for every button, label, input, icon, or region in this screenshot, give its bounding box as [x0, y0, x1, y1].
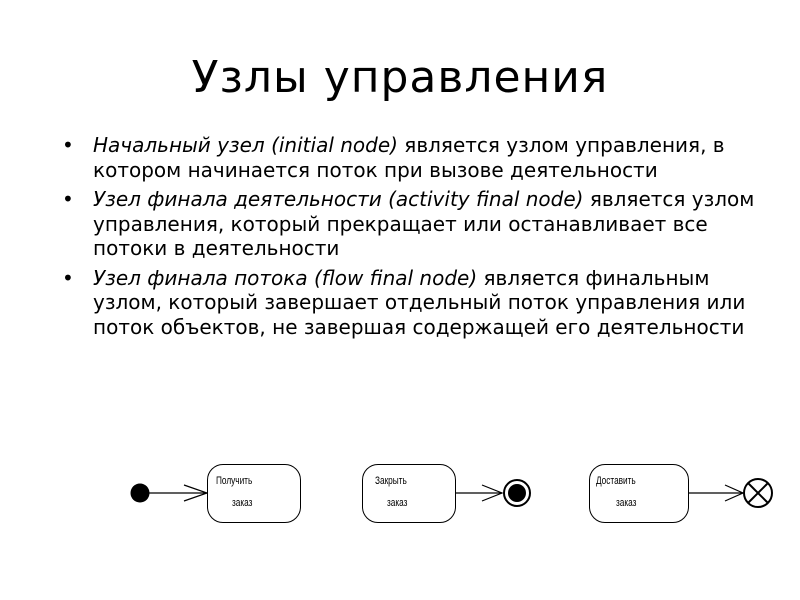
action-deliver-order: Доставить заказ [589, 464, 689, 523]
action-label-line2: заказ [616, 497, 637, 509]
action-label-line2: заказ [232, 497, 253, 509]
activity-diagram: Получить заказ Закрыть заказ Доставить з… [0, 455, 800, 535]
description: является финальным узлом, который заверш… [93, 265, 746, 339]
description: является узлом управления, в котором нач… [93, 133, 725, 182]
bullet-item-activity-final-node: • Узел финала деятельности (activity fin… [62, 187, 762, 261]
term: Узел финала потока (flow final node) [93, 265, 478, 290]
initial-node-icon [130, 483, 150, 503]
action-label-line1: Доставить [596, 475, 636, 487]
bullet-item-flow-final-node: • Узел финала потока (flow final node) я… [62, 266, 762, 340]
bullet-item-initial-node: • Начальный узел (initial node) является… [62, 133, 762, 182]
action-close-order: Закрыть заказ [362, 464, 456, 523]
action-label-line2: заказ [387, 497, 408, 509]
bullet-list: • Начальный узел (initial node) является… [62, 133, 762, 344]
term: Начальный узел (initial node) [93, 133, 398, 157]
bullet-icon: • [62, 265, 74, 290]
description: является узлом управления, который прекр… [93, 187, 755, 260]
action-label-line1: Получить [216, 475, 253, 487]
action-get-order: Получить заказ [207, 464, 301, 523]
term: Узел финала деятельности (activity final… [93, 187, 584, 211]
slide-title: Узлы управления [191, 52, 609, 103]
action-label-line1: Закрыть [375, 475, 407, 487]
bullet-icon: • [62, 133, 74, 157]
bullet-icon: • [62, 187, 74, 211]
diagram-connectors [130, 478, 773, 508]
